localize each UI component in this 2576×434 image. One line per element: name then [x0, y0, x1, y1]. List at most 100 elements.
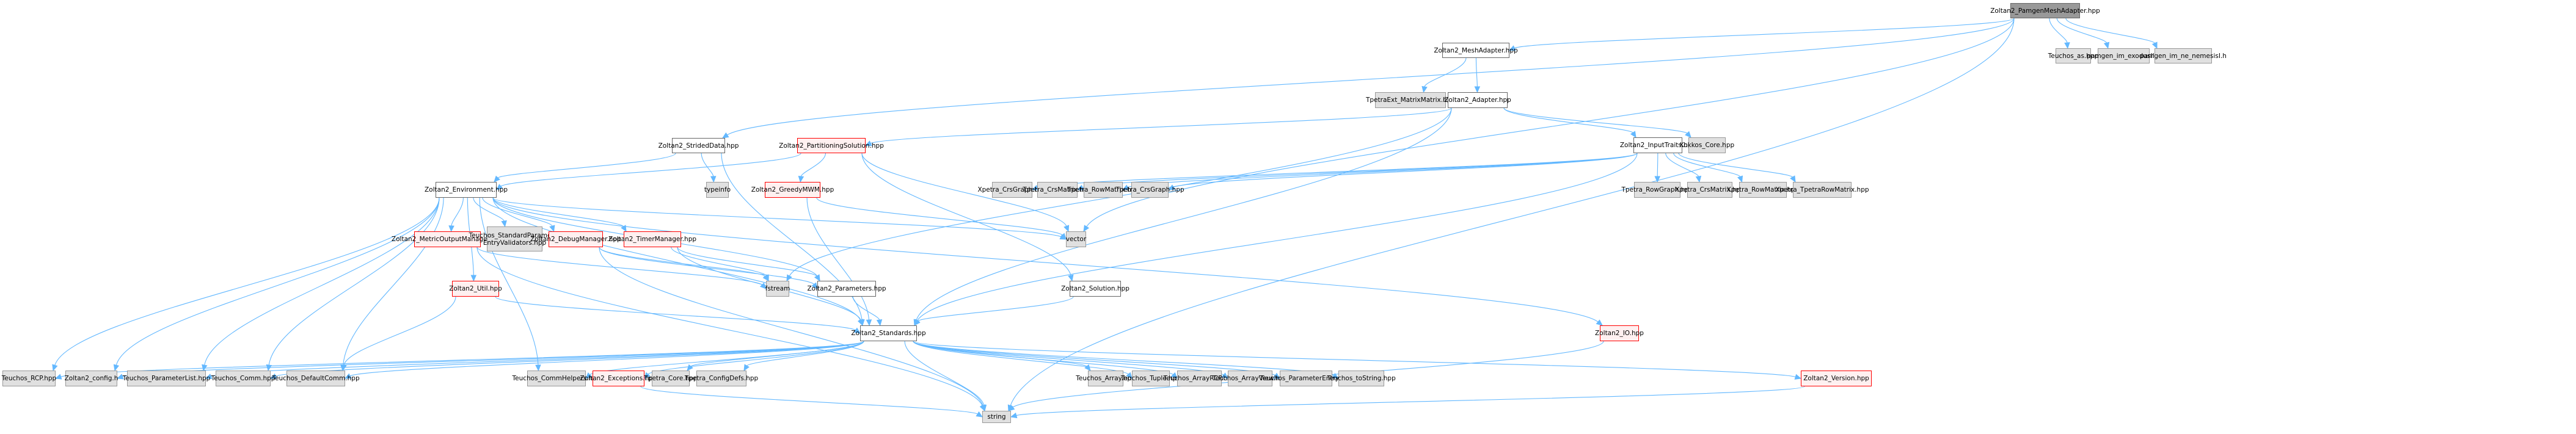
- graph-node-adapter[interactable]: Zoltan2_Adapter.hpp: [1444, 92, 1511, 108]
- arrowhead-icon: [1332, 372, 1340, 379]
- graph-node-teuchos-defaultcomm: Teuchos_DefaultComm.hpp: [272, 371, 360, 386]
- edge-environment-to-vector: [492, 197, 1062, 237]
- edge-timermanager-to-fstream: [671, 247, 767, 277]
- edge-pamgenmeshadapter-to-pamgen-exodus: [2056, 18, 2107, 43]
- graph-node-teuchos-commhelpers: Teuchos_CommHelpers.hpp: [512, 371, 601, 386]
- graph-node-tpetra-rowmatrix: Tpetra_RowMatrix.hpp: [1067, 182, 1139, 198]
- graph-node-pamgenmeshadapter[interactable]: Zoltan2_PamgenMeshAdapter.hpp: [1990, 3, 2100, 18]
- edge-strideddata-to-typeinfo: [701, 153, 714, 177]
- arrowhead-icon: [585, 372, 593, 379]
- graph-node-solution[interactable]: Zoltan2_Solution.hpp: [1061, 281, 1129, 297]
- graph-node-meshadapter[interactable]: Zoltan2_MeshAdapter.hpp: [1434, 43, 1518, 58]
- edge-adapter-to-inputtraits: [1503, 107, 1633, 133]
- arrowhead-icon: [448, 225, 454, 233]
- edge-timermanager-to-parameters: [677, 247, 817, 277]
- edge-environment-to-teuchos-paramlist: [204, 197, 440, 366]
- edge-inputtraits-to-xpetra-tpetrarowmatrix: [1678, 153, 1793, 178]
- edge-partsolution-to-environment: [500, 153, 801, 187]
- graph-node-util[interactable]: Zoltan2_Util.hpp: [449, 281, 502, 297]
- edge-pamgenmeshadapter-to-strideddata: [727, 18, 2015, 136]
- graph-node-strideddata[interactable]: Zoltan2_StridedData.hpp: [659, 138, 739, 153]
- arrowhead-icon: [1167, 184, 1175, 190]
- edge-debugmanager-to-string: [599, 247, 983, 406]
- arrowhead-icon: [1695, 175, 1702, 183]
- edge-metricoutput-to-string: [476, 247, 983, 406]
- arrowhead-icon: [2103, 42, 2110, 49]
- edge-pamgenmeshadapter-to-teuchos-as: [2049, 18, 2068, 43]
- arrowhead-icon: [535, 364, 541, 372]
- graph-node-parameters[interactable]: Zoltan2_Parameters.hpp: [807, 281, 886, 297]
- edge-environment-to-metricoutput: [451, 197, 464, 226]
- arrowhead-icon: [914, 319, 921, 326]
- graph-node-teuchos-tostring: Teuchos_toString.hpp: [1327, 371, 1396, 386]
- graph-node-string: string: [982, 411, 1011, 423]
- graph-node-tpetraext-mm: TpetraExt_MatrixMatrix.hpp: [1366, 92, 1455, 108]
- edge-partsolution-to-vector: [861, 153, 1067, 226]
- graph-node-greedymwm[interactable]: Zoltan2_GreedyMWM.hpp: [751, 182, 834, 198]
- arrowhead-icon: [1630, 131, 1636, 139]
- arrowhead-icon: [1790, 175, 1796, 183]
- edge-standards-to-string: [904, 341, 985, 406]
- edge-environment-to-zoltan2-config: [115, 197, 440, 366]
- graph-node-zoltan2-config: Zoltan2_config.h: [65, 371, 118, 386]
- edge-standards-to-teuchos-array: [913, 341, 1087, 367]
- arrowhead-icon: [269, 373, 277, 379]
- graph-node-fstream: fstream: [765, 281, 790, 297]
- graph-node-metricoutput[interactable]: Zoltan2_MetricOutputManager.hpp: [392, 231, 503, 247]
- arrowhead-icon: [980, 404, 987, 412]
- graph-node-teuchos-arrayview: Teuchos_ArrayView.hpp: [1213, 371, 1288, 386]
- graph-node-exceptions[interactable]: Zoltan2_Exceptions.hpp: [580, 371, 657, 386]
- arrowhead-icon: [864, 140, 872, 146]
- arrowhead-icon: [1596, 319, 1603, 326]
- edge-standards-to-version: [913, 341, 1796, 377]
- graph-node-io[interactable]: Zoltan2_IO.hpp: [1595, 325, 1644, 341]
- edge-pamgenmeshadapter-to-string: [1010, 18, 2015, 406]
- edge-pamgenmeshadapter-to-vector: [1086, 18, 2015, 227]
- edge-environment-to-teuchos-stdparam: [473, 197, 505, 222]
- graph-node-timermanager[interactable]: Zoltan2_TimerManager.hpp: [608, 231, 696, 247]
- graph-node-teuchos-paramentry: Teuchos_ParameterEntry.hpp: [1260, 371, 1352, 386]
- edge-environment-to-standards: [492, 197, 861, 320]
- edge-meshadapter-to-tpetraext-mm: [1424, 57, 1467, 87]
- edge-inputtraits-to-tpetra-rowgraph: [1657, 153, 1658, 177]
- edge-util-to-standards: [495, 296, 856, 331]
- graph-node-pamgen-nemesis: pamgen_im_ne_nemesisI.h: [2140, 48, 2227, 63]
- edge-solution-to-standards: [918, 296, 1074, 322]
- graph-node-teuchos-stdparam: Teuchos_StandardParameter EntryValidator…: [469, 226, 560, 251]
- arrowhead-icon: [1170, 372, 1178, 379]
- arrowhead-icon: [814, 274, 820, 282]
- graph-node-partsolution[interactable]: Zoltan2_PartitioningSolution.hpp: [779, 138, 884, 153]
- edge-exceptions-to-string: [640, 386, 978, 414]
- graph-node-environment[interactable]: Zoltan2_Environment.hpp: [425, 182, 508, 198]
- graph-node-standards[interactable]: Zoltan2_Standards.hpp: [851, 325, 926, 341]
- edge-environment-to-teuchos-commhelpers: [479, 197, 539, 366]
- arrowhead-icon: [52, 364, 58, 372]
- arrowhead-icon: [54, 374, 62, 380]
- arrowhead-icon: [1064, 225, 1070, 233]
- arrowhead-icon: [866, 319, 872, 327]
- arrowhead-icon: [202, 364, 208, 372]
- graph-node-xpetra-crsmatrix: Xpetra_CrsMatrix.hpp: [1675, 182, 1745, 198]
- arrowhead-icon: [858, 319, 864, 327]
- arrowhead-icon: [344, 373, 352, 379]
- graph-node-teuchos-paramlist: Teuchos_ParameterList.hpp: [123, 371, 210, 386]
- edge-standards-to-teuchos-defaultcomm: [349, 341, 864, 377]
- edge-partsolution-to-solution: [861, 153, 1071, 276]
- arrowhead-icon: [1059, 234, 1067, 240]
- edge-environment-to-debugmanager: [482, 197, 553, 226]
- edge-version-to-string: [1016, 386, 1805, 416]
- arrowhead-icon: [876, 319, 883, 327]
- graph-node-tpetra-rowgraph: Tpetra_RowGraph.hpp: [1621, 182, 1693, 198]
- arrowhead-icon: [1221, 372, 1228, 379]
- graph-node-debugmanager[interactable]: Zoltan2_DebugManager.hpp: [530, 231, 621, 247]
- edge-environment-to-io: [492, 197, 1599, 322]
- edge-pamgenmeshadapter-to-pamgen-nemesis: [2065, 18, 2155, 44]
- edge-pamgenmeshadapter-to-meshadapter: [1514, 18, 2015, 49]
- graph-node-version[interactable]: Zoltan2_Version.hpp: [1801, 371, 1872, 386]
- edge-inputtraits-to-tpetra-rowmatrix: [1127, 153, 1638, 188]
- arrowhead-icon: [1794, 374, 1802, 380]
- arrowhead-icon: [1474, 86, 1481, 93]
- graph-node-inputtraits[interactable]: Zoltan2_InputTraits.hpp: [1620, 137, 1696, 153]
- edge-parameters-to-standards: [852, 296, 880, 320]
